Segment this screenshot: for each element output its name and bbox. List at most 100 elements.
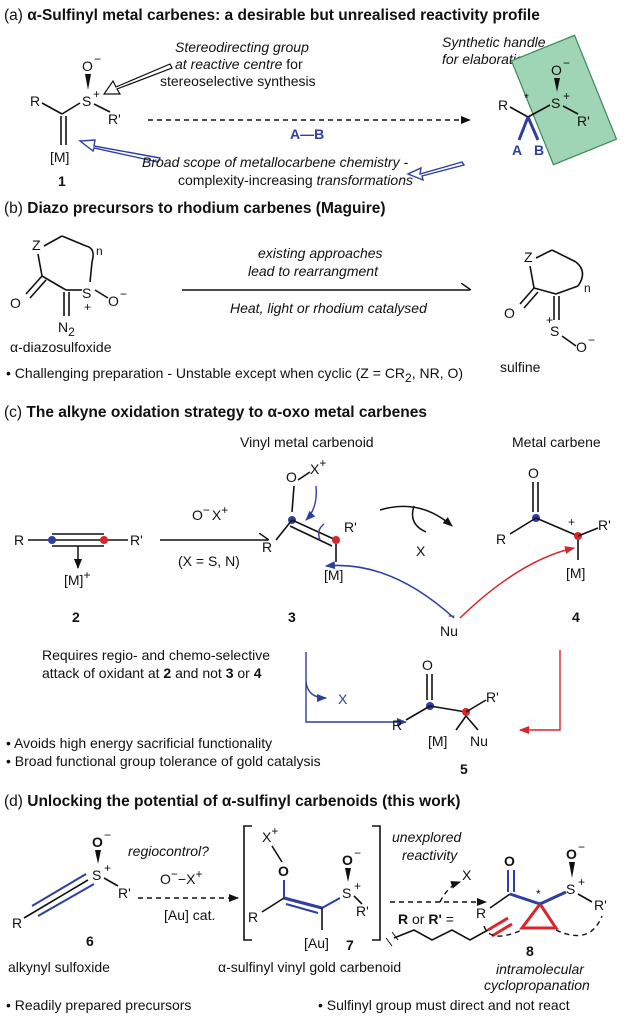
open-arrow-stereo (102, 63, 173, 95)
label-vinyl-gold-carbenoid: α-sulfinyl vinyl gold carbenoid (218, 959, 401, 975)
svg-text:O: O (92, 834, 103, 850)
svg-text:X: X (338, 691, 348, 707)
svg-text:Z: Z (524, 249, 533, 265)
svg-text:5: 5 (460, 761, 468, 777)
section-a-heading: (a) α-Sulfinyl metal carbenes: a desirab… (4, 7, 540, 24)
svg-text:S: S (92, 867, 101, 883)
atom-r-prime: R' (108, 111, 121, 127)
compound-6-structure: R S + O − R' 6 (12, 828, 131, 949)
svg-text:regiocontrol?: regiocontrol? (128, 843, 209, 859)
label-cyclopropanation: cyclopropanation (484, 977, 590, 993)
svg-text:−: − (94, 52, 101, 66)
svg-text:[Au]: [Au] (304, 935, 329, 951)
svg-text:R: R (476, 905, 486, 921)
svg-text:−: − (120, 287, 127, 301)
svg-text:+: + (84, 300, 91, 314)
svg-text:2: 2 (72, 609, 80, 625)
svg-text:−: − (354, 846, 361, 860)
bracket-left (243, 825, 252, 941)
svg-text:[M]+: [M]+ (64, 568, 90, 588)
svg-text:R: R (248, 909, 258, 925)
svg-text:for elaboration: for elaboration (442, 51, 532, 67)
svg-text:O: O (551, 62, 562, 78)
section-c: (c) The alkyne oxidation strategy to α-o… (4, 404, 611, 777)
svg-text:O: O (566, 846, 577, 862)
compound-3-structure: O X+ R R' [M] 3 (262, 456, 357, 625)
label-metal-carbene: Metal carbene (512, 434, 601, 450)
svg-text:at reactive centre for: at reactive centre for (175, 56, 303, 72)
svg-text:[M]: [M] (428, 733, 447, 749)
red-nucleophile-arrow (459, 546, 575, 619)
compound-4-structure: O R + R' [M] 4 (496, 465, 611, 625)
product-a-structure: R * A B S + O − R' (498, 56, 590, 158)
section-d-heading: (d) Unlocking the potential of α-sulfiny… (4, 793, 460, 810)
svg-text:+: + (104, 861, 111, 875)
svg-text:[M]: [M] (324, 567, 343, 583)
svg-text:4: 4 (572, 609, 580, 625)
svg-text:R or R' =: R or R' = (398, 911, 454, 927)
svg-text:O: O (576, 339, 587, 355)
label-vinyl-metal-carbenoid: Vinyl metal carbenoid (240, 434, 374, 450)
svg-text:S: S (550, 323, 559, 339)
compound-2-structure: R R' [M]+ 2 (14, 532, 143, 625)
synthetic-handle-box (510, 34, 618, 166)
svg-text:O: O (504, 305, 515, 321)
svg-text:Broad scope of metallocarbene: Broad scope of metallocarbene chemistry … (142, 154, 408, 170)
svg-text:X: X (416, 543, 426, 559)
svg-text:n: n (584, 281, 591, 295)
section-c-heading: (c) The alkyne oxidation strategy to α-o… (4, 404, 427, 421)
svg-text:3: 3 (288, 609, 296, 625)
svg-text:Heat, light or rhodium catalys: Heat, light or rhodium catalysed (230, 300, 428, 316)
svg-text:R': R' (344, 519, 357, 535)
svg-text:R: R (392, 717, 402, 733)
svg-text:O: O (342, 852, 353, 868)
svg-text:+: + (354, 879, 361, 893)
svg-text:+: + (568, 515, 575, 529)
svg-text:S: S (342, 885, 351, 901)
svg-text:S: S (551, 95, 560, 111)
svg-text:attack of oxidant at 2 and not: attack of oxidant at 2 and not 3 or 4 (42, 665, 262, 681)
label-diazosulfoxide: α-diazosulfoxide (10, 339, 112, 355)
svg-text:R': R' (486, 689, 499, 705)
bullet-c-2: • Broad functional group tolerance of go… (6, 753, 321, 769)
svg-text:O: O (286, 469, 297, 485)
svg-text:existing approaches: existing approaches (258, 245, 383, 261)
svg-text:O: O (278, 863, 289, 879)
svg-text:R': R' (594, 897, 607, 913)
svg-text:S: S (82, 285, 91, 301)
svg-text:R: R (14, 532, 24, 548)
svg-text:O: O (108, 293, 119, 309)
svg-text:−: − (578, 840, 585, 854)
svg-text:Nu: Nu (470, 733, 488, 749)
svg-text:[Au] cat.: [Au] cat. (164, 907, 215, 923)
svg-text:O−−X+: O−−X+ (160, 867, 202, 887)
svg-text:Requires regio- and chemo-sele: Requires regio- and chemo-selective (42, 647, 270, 663)
compound-8-structure: O R * S + O − R' 8 (476, 840, 607, 959)
svg-text:S: S (566, 881, 575, 897)
svg-text:O−X+: O−X+ (192, 503, 228, 523)
svg-text:R': R' (356, 903, 369, 919)
svg-text:n: n (96, 244, 103, 258)
svg-text:*: * (524, 91, 529, 105)
svg-text:−: − (588, 333, 595, 347)
compound-1-structure: R [M] S + O − R' 1 (30, 52, 121, 189)
atom-o: O (82, 58, 93, 74)
svg-text:lead to rearrangment: lead to rearrangment (248, 263, 379, 279)
svg-text:−: − (563, 56, 570, 70)
svg-text:intramolecular: intramolecular (496, 961, 585, 977)
svg-text:Synthetic handle: Synthetic handle (442, 34, 546, 50)
atom-r: R (30, 93, 40, 109)
svg-text:*: * (536, 887, 541, 901)
compound-number-1: 1 (58, 173, 66, 189)
svg-text:X: X (462, 867, 472, 883)
red-path-4-to-5 (519, 650, 561, 734)
svg-text:+: + (546, 313, 553, 327)
bullet-d-1: • Readily prepared precursors (6, 997, 191, 1013)
svg-text:R': R' (598, 517, 611, 533)
blue-path-3-to-5 (305, 652, 407, 726)
svg-text:R: R (498, 97, 508, 113)
svg-text:X+: X+ (310, 456, 326, 477)
svg-text:Z: Z (32, 237, 41, 253)
label-alkynyl-sulfoxide: alkynyl sulfoxide (8, 959, 110, 975)
svg-text:+: + (93, 87, 100, 101)
